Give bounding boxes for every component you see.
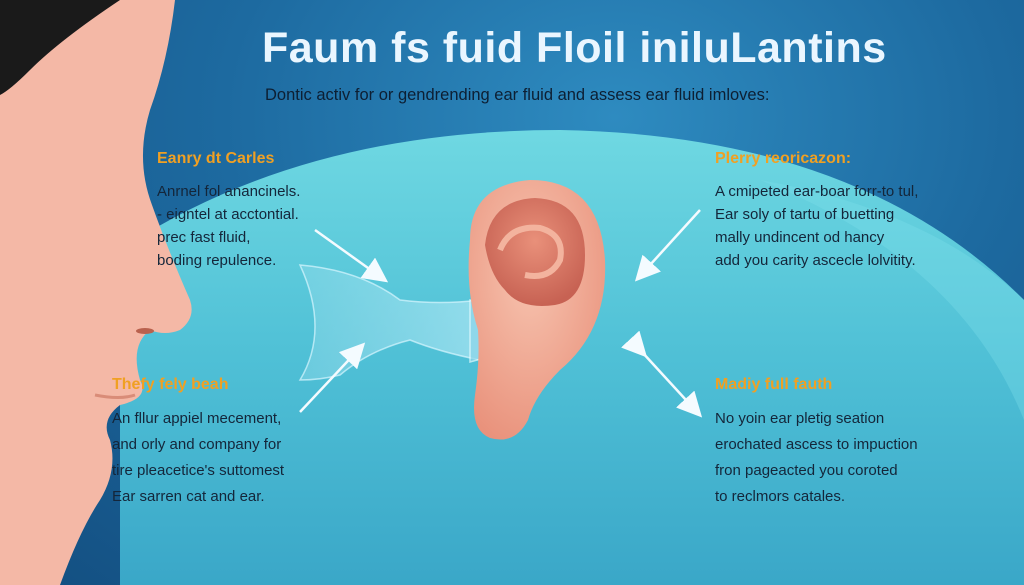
info-panel-bottom-right: Madiy full fauth No yoin ear pletig seat… [715, 376, 918, 510]
panel-line: mally undincent od hancy [715, 229, 885, 246]
page-title: Faum fs fuid Floil iniluLantins [262, 24, 887, 72]
panel-heading: Madiy full fauth [715, 376, 833, 393]
panel-heading: Plerry reoricazon: [715, 150, 852, 167]
panel-heading: Eanry dt Carles [157, 150, 275, 167]
panel-line: Ear soly of tartu of buetting [715, 206, 895, 223]
panel-line: prec fast fluid, [157, 229, 251, 246]
panel-line: Anrnel fol anancinels. [157, 183, 301, 200]
face-profile [0, 0, 192, 585]
panel-line: fron pageacted you coroted [715, 462, 898, 479]
panel-line: boding repulence. [157, 252, 277, 269]
panel-line: tire pleacetice's suttomest [112, 462, 285, 479]
panel-line: An fllur appiel mecement, [112, 410, 282, 427]
panel-line: and orly and company for [112, 436, 282, 453]
page-subtitle: Dontic activ for or gendrending ear flui… [265, 86, 770, 104]
panel-line: to reclmors catales. [715, 488, 846, 505]
panel-line: add you carity ascecle lolvitity. [715, 252, 916, 269]
panel-line: No yoin ear pletig seation [715, 410, 885, 427]
ear-illustration [468, 180, 606, 440]
panel-line: Ear sarren cat and ear. [112, 488, 265, 505]
panel-heading: Thefy fely beah [112, 376, 229, 393]
info-panel-bottom-left: Thefy fely beah An fllur appiel mecement… [112, 376, 284, 510]
panel-line: - eigntel at acctontial. [157, 206, 299, 223]
info-panel-top-left: Eanry dt Carles Anrnel fol anancinels. -… [157, 150, 300, 272]
info-panel-top-right: Plerry reoricazon: A cmipeted ear-boar f… [715, 150, 918, 272]
panel-line: erochated ascess to impuction [715, 436, 918, 453]
panel-line: A cmipeted ear-boar forr-to tul, [715, 183, 919, 200]
